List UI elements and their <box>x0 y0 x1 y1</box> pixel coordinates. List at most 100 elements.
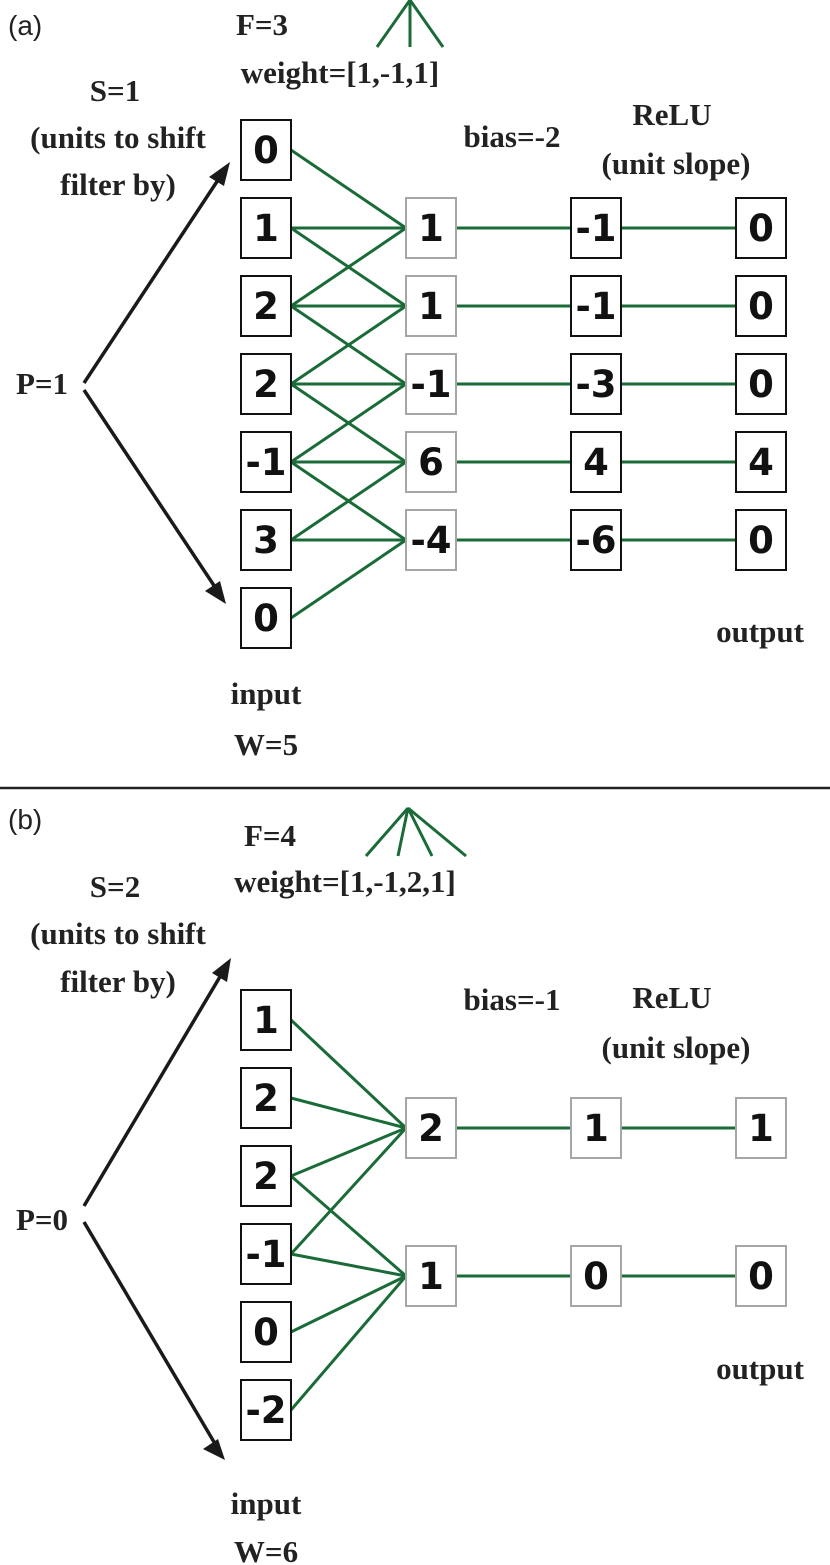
input-cell-value: 0 <box>253 1311 279 1354</box>
input-cell-value: -2 <box>245 1389 286 1432</box>
output-cell-value: 4 <box>748 441 774 484</box>
panel-b-stride: S=2 <box>90 869 140 904</box>
output-cell-box <box>735 353 787 415</box>
output-cell-box <box>735 1245 787 1307</box>
input-cell-value: 1 <box>253 207 279 250</box>
filter-wire <box>290 1096 407 1130</box>
panel-a-relu: ReLU <box>632 97 711 132</box>
input-cell-box <box>240 1301 292 1363</box>
conv-cell-value: 2 <box>418 1107 444 1150</box>
output-cell-box <box>735 431 787 493</box>
panel-a-label: (a) <box>8 10 42 41</box>
panel-b-weight: weight=[1,-1,2,1] <box>234 864 456 899</box>
input-cell-box <box>240 587 292 649</box>
input-cell-value: 3 <box>253 519 279 562</box>
output-cell-box <box>735 275 787 337</box>
filter-wire <box>289 1018 408 1130</box>
input-cell-value: 0 <box>253 129 279 172</box>
filter-wire <box>289 1126 408 1256</box>
input-cell-box <box>240 353 292 415</box>
panel-b-label: (b) <box>8 804 42 835</box>
conv-cell-box <box>405 353 457 415</box>
panel-a-stride: S=1 <box>90 73 140 108</box>
filter-wire <box>290 226 407 308</box>
panel-a-output-label: output <box>716 614 805 649</box>
input-cell-value: -1 <box>245 441 286 484</box>
filter-wire <box>290 382 407 464</box>
panel-a-connections <box>290 148 736 620</box>
output-cell-box <box>735 509 787 571</box>
input-cell-box <box>240 275 292 337</box>
conv-cell-value: 1 <box>418 285 444 328</box>
bias-cell-box <box>570 509 622 571</box>
input-cell-value: 2 <box>253 1077 279 1120</box>
panel-b-width: W=6 <box>234 1534 298 1565</box>
panel-b-stride-desc-1: (units to shift <box>30 916 206 951</box>
panel-a-padding: P=1 <box>16 366 68 401</box>
bias-cell-value: 0 <box>583 1255 609 1298</box>
panel-b-connections <box>289 1018 736 1411</box>
bias-cell-value: -1 <box>575 207 616 250</box>
bias-cell-value: -6 <box>575 519 616 562</box>
conv-cell-value: -4 <box>410 519 451 562</box>
input-cell-box <box>240 119 292 181</box>
panel-b: (b) F=4 weight=[1,-1,2,1] S=2 (units to … <box>8 804 805 1565</box>
conv-cell-box <box>405 197 457 259</box>
filter-wire <box>290 538 407 620</box>
panel-b-output-label: output <box>716 1351 805 1386</box>
input-cell-value: 2 <box>253 1155 279 1198</box>
bias-cell-box <box>570 1097 622 1159</box>
panel-b-relu: ReLU <box>632 980 711 1015</box>
conv-cell-value: 1 <box>418 207 444 250</box>
bias-cell-box <box>570 353 622 415</box>
bias-cell-box <box>570 1245 622 1307</box>
conv-cell-box <box>405 275 457 337</box>
filter-wire <box>290 304 407 386</box>
output-cell-value: 0 <box>748 207 774 250</box>
panel-a-bias: bias=-2 <box>464 119 561 154</box>
panel-a: (a) F=3 weight=[1,-1,1] S=1 (units to sh… <box>8 0 805 762</box>
conv-cell-box <box>405 509 457 571</box>
bias-cell-value: -3 <box>575 363 616 406</box>
filter-wire <box>290 1274 407 1334</box>
panel-a-input-label: input <box>231 676 302 711</box>
input-cell-value: 2 <box>253 285 279 328</box>
input-cell-box <box>240 989 292 1051</box>
bias-cell-box <box>570 197 622 259</box>
panel-a-filter-glyph <box>375 0 445 48</box>
input-cell-box <box>240 1067 292 1129</box>
panel-b-padding-arrows <box>82 958 231 1460</box>
bias-cell-value: -1 <box>575 285 616 328</box>
panel-b-filter-glyph <box>364 806 467 858</box>
bias-cell-value: 4 <box>583 441 609 484</box>
panel-a-relu-desc: (unit slope) <box>602 146 751 181</box>
conv-cell-value: 6 <box>418 441 444 484</box>
conv-cell-box <box>405 1245 457 1307</box>
input-cell-box <box>240 1145 292 1207</box>
conv-cell-box <box>405 1097 457 1159</box>
bias-cell-box <box>570 431 622 493</box>
filter-wire <box>290 1252 407 1278</box>
panel-b-stride-desc-2: filter by) <box>60 964 176 999</box>
panel-b-bias: bias=-1 <box>464 982 561 1017</box>
panel-b-input-label: input <box>231 1486 302 1521</box>
panel-b-filter-size: F=4 <box>244 818 296 853</box>
panel-a-stride-desc-2: filter by) <box>60 167 176 202</box>
panel-a-width: W=5 <box>234 727 298 762</box>
panel-b-padding: P=0 <box>16 1202 68 1237</box>
output-cell-box <box>735 1097 787 1159</box>
filter-wire <box>290 1174 407 1278</box>
input-cell-value: -1 <box>245 1233 286 1276</box>
output-cell-value: 0 <box>748 519 774 562</box>
filter-wire <box>290 1126 407 1178</box>
filter-wire <box>290 460 407 542</box>
input-cell-box <box>240 431 292 493</box>
panel-a-weight: weight=[1,-1,1] <box>241 55 439 90</box>
panel-a-filter-size: F=3 <box>236 7 288 42</box>
input-cell-box <box>240 1379 292 1441</box>
input-cell-box <box>240 1223 292 1285</box>
output-cell-value: 1 <box>748 1107 774 1150</box>
